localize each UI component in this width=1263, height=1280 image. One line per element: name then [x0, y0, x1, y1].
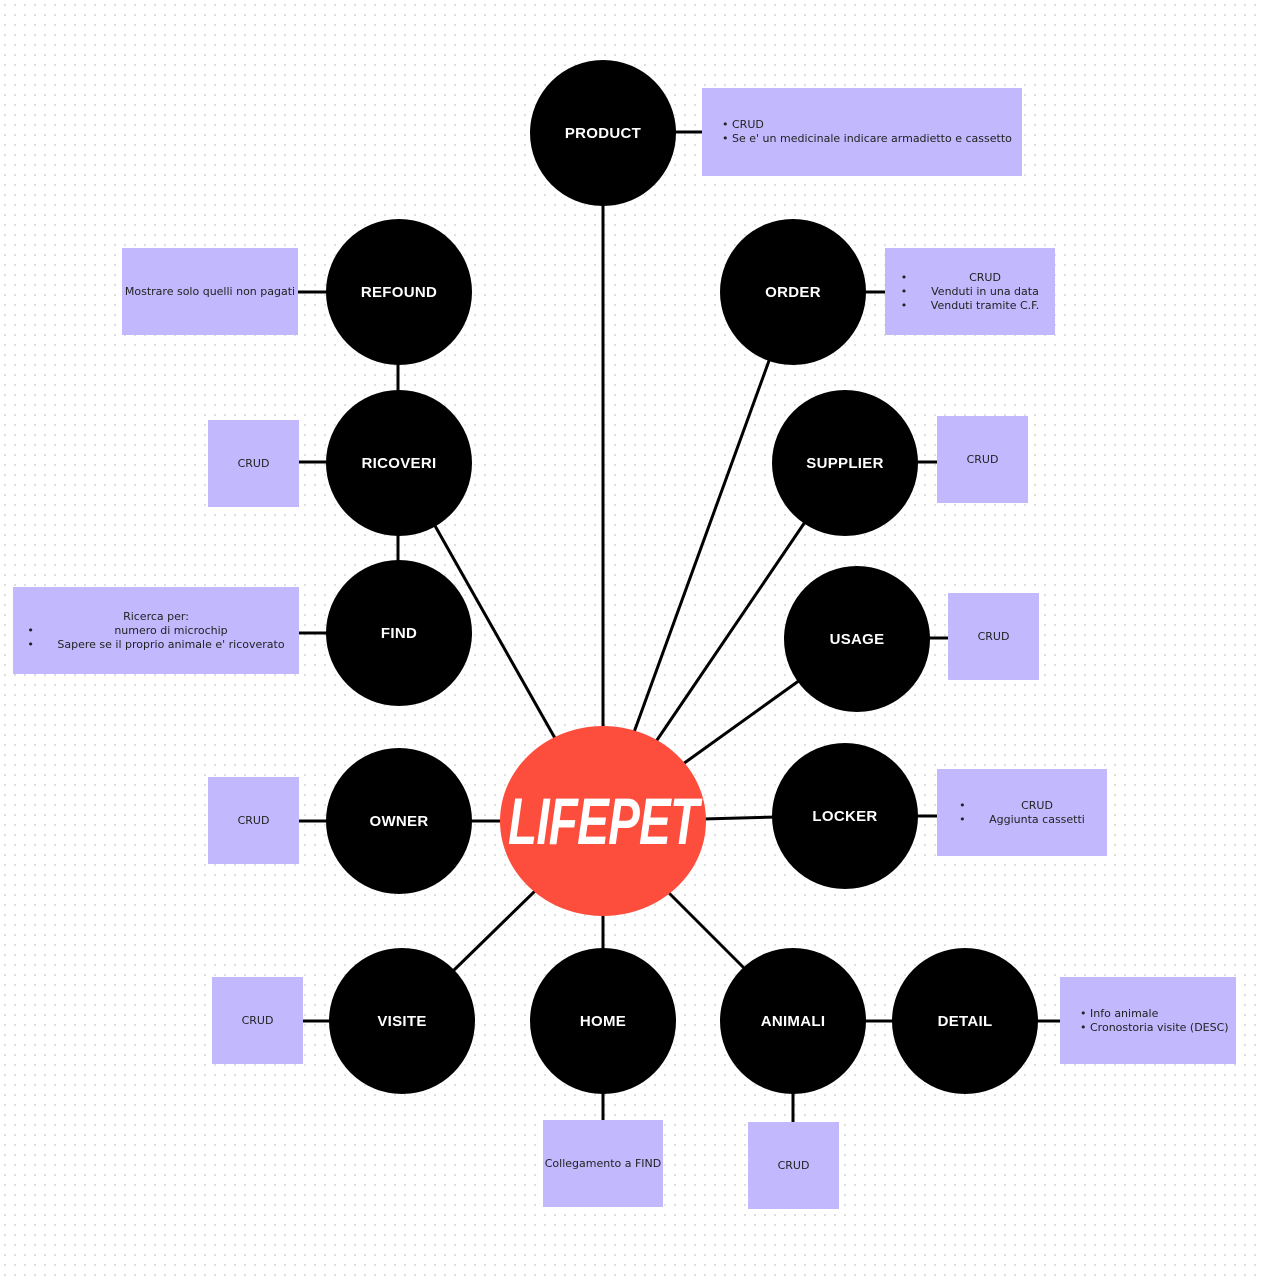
note-locker-item: CRUD	[959, 799, 1085, 813]
node-animali-label: ANIMALI	[760, 1012, 826, 1030]
note-home[interactable]: Collegamento a FIND	[543, 1120, 663, 1207]
note-animali[interactable]: CRUD	[748, 1122, 839, 1209]
edge-center-order	[631, 357, 772, 736]
edge-center-animali	[666, 890, 748, 972]
edge-center-usage	[682, 678, 801, 766]
note-product-item: Se e' un medicinale indicare armadietto …	[722, 132, 1012, 146]
node-owner-label: OWNER	[369, 812, 429, 830]
node-order[interactable]: ORDER	[720, 219, 866, 365]
node-locker[interactable]: LOCKER	[772, 743, 918, 889]
node-usage[interactable]: USAGE	[784, 566, 930, 712]
edge-center-supplier	[653, 521, 807, 744]
note-detail-item: Info animale	[1080, 1007, 1229, 1021]
note-refound[interactable]: Mostrare solo quelli non pagati	[122, 248, 298, 335]
note-ricoveri[interactable]: CRUD	[208, 420, 299, 507]
note-detail[interactable]: Info animale Cronostoria visite (DESC)	[1060, 977, 1236, 1064]
node-locker-label: LOCKER	[812, 807, 878, 825]
node-ricoveri-label: RICOVERI	[361, 454, 437, 472]
node-detail-label: DETAIL	[937, 1012, 993, 1030]
edge-center-ricoveri	[432, 523, 558, 741]
node-ricoveri[interactable]: RICOVERI	[326, 390, 472, 536]
node-order-label: ORDER	[765, 283, 821, 301]
node-find-label: FIND	[380, 624, 418, 642]
note-product-item: CRUD	[722, 118, 1012, 132]
note-find-title: Ricerca per:	[123, 609, 189, 623]
note-order-item: CRUD	[901, 271, 1039, 285]
node-refound[interactable]: REFOUND	[326, 219, 472, 365]
node-visite-label: VISITE	[377, 1012, 427, 1030]
note-order[interactable]: CRUD Venduti in una data Venduti tramite…	[885, 248, 1055, 335]
note-refound-text: Mostrare solo quelli non pagati	[124, 284, 296, 298]
note-animali-text: CRUD	[777, 1158, 810, 1172]
note-find-item: numero di microchip	[27, 624, 284, 638]
note-ricoveri-text: CRUD	[237, 456, 270, 470]
note-visite-text: CRUD	[241, 1013, 274, 1027]
lifepet-center-node[interactable]: LIFEPET	[500, 726, 706, 916]
note-find[interactable]: Ricerca per: numero di microchip Sapere …	[13, 587, 299, 674]
note-locker[interactable]: CRUD Aggiunta cassetti	[937, 769, 1107, 856]
node-owner[interactable]: OWNER	[326, 748, 472, 894]
note-owner[interactable]: CRUD	[208, 777, 299, 864]
note-supplier[interactable]: CRUD	[937, 416, 1028, 503]
node-home-label: HOME	[579, 1012, 627, 1030]
node-usage-label: USAGE	[829, 630, 885, 648]
node-detail[interactable]: DETAIL	[892, 948, 1038, 1094]
node-find[interactable]: FIND	[326, 560, 472, 706]
note-usage[interactable]: CRUD	[948, 593, 1039, 680]
note-order-item: Venduti in una data	[901, 285, 1039, 299]
note-visite[interactable]: CRUD	[212, 977, 303, 1064]
note-usage-text: CRUD	[977, 629, 1010, 643]
node-product[interactable]: PRODUCT	[530, 60, 676, 206]
note-owner-text: CRUD	[237, 813, 270, 827]
node-visite[interactable]: VISITE	[329, 948, 475, 1094]
edge-center-visite	[450, 888, 538, 974]
note-supplier-text: CRUD	[966, 452, 999, 466]
node-supplier-label: SUPPLIER	[806, 454, 884, 472]
node-animali[interactable]: ANIMALI	[720, 948, 866, 1094]
note-locker-item: Aggiunta cassetti	[959, 813, 1085, 827]
note-order-item: Venduti tramite C.F.	[901, 299, 1039, 313]
node-home[interactable]: HOME	[530, 948, 676, 1094]
edge-center-locker	[702, 815, 777, 821]
note-detail-item: Cronostoria visite (DESC)	[1080, 1021, 1229, 1035]
note-find-item: Sapere se il proprio animale e' ricovera…	[27, 638, 284, 652]
node-supplier[interactable]: SUPPLIER	[772, 390, 918, 536]
note-product[interactable]: CRUD Se e' un medicinale indicare armadi…	[702, 88, 1022, 176]
node-product-label: PRODUCT	[564, 124, 642, 142]
note-home-text: Collegamento a FIND	[544, 1156, 662, 1170]
node-refound-label: REFOUND	[360, 283, 438, 301]
lifepet-logo-text: LIFEPET	[507, 784, 699, 858]
